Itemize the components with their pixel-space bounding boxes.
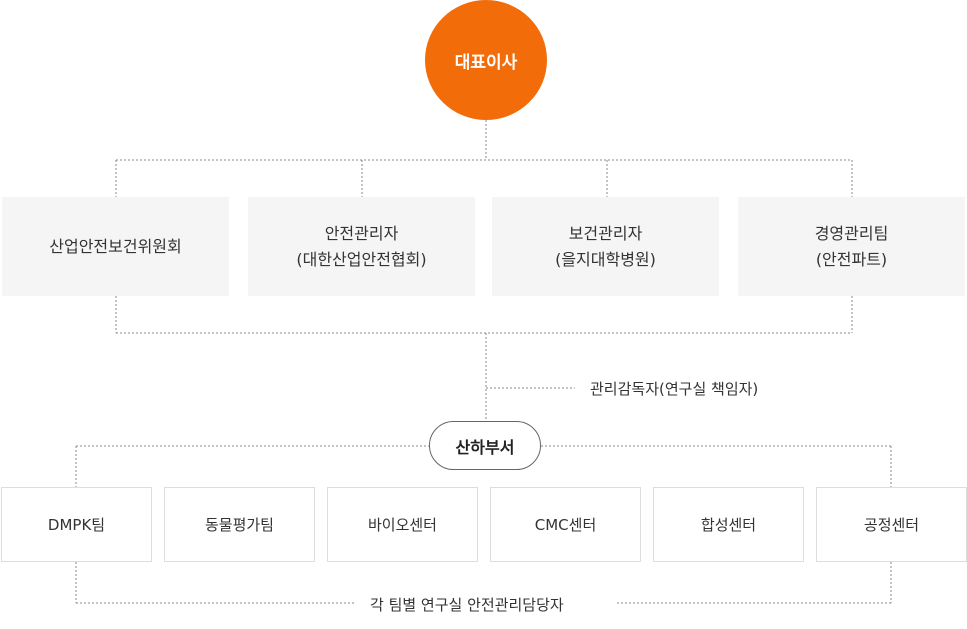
committee-box-1: 산업안전보건위원회 xyxy=(2,197,229,296)
ceo-circle: 대표이사 xyxy=(425,0,547,120)
team-4-label: CMC센터 xyxy=(534,516,597,534)
team-box-3: 바이오센터 xyxy=(327,487,478,562)
team-box-2: 동물평가팀 xyxy=(164,487,315,562)
supervisor-label: 관리감독자(연구실 책임자) xyxy=(590,378,759,399)
committee-box-2: 안전관리자 (대한산업안전협회) xyxy=(248,197,475,296)
team-2-label: 동물평가팀 xyxy=(204,516,274,534)
footer-label: 각 팀별 연구실 안전관리담당자 xyxy=(370,594,564,615)
committee-box-3: 보건관리자 (을지대학병원) xyxy=(492,197,719,296)
team-box-4: CMC센터 xyxy=(490,487,641,562)
committee-1-line1: 산업안전보건위원회 xyxy=(49,236,182,256)
committee-4-line2: (안전파트) xyxy=(815,249,888,269)
team-box-1: DMPK팀 xyxy=(1,487,152,562)
team-5-label: 합성센터 xyxy=(700,516,757,534)
team-1-label: DMPK팀 xyxy=(47,516,106,534)
committee-3-line1: 보건관리자 xyxy=(568,223,643,243)
committee-2-line1: 안전관리자 xyxy=(324,223,399,243)
committee-box-4: 경영관리팀 (안전파트) xyxy=(738,197,965,296)
committee-3-line2: (을지대학병원) xyxy=(555,249,656,269)
committee-4-line1: 경영관리팀 xyxy=(814,223,889,243)
lab-label: 산하부서 xyxy=(455,437,515,457)
team-6-label: 공정센터 xyxy=(863,516,920,534)
team-box-5: 합성센터 xyxy=(653,487,804,562)
team-box-6: 공정센터 xyxy=(816,487,967,562)
lab-pill: 산하부서 xyxy=(429,421,541,470)
ceo-label: 대표이사 xyxy=(454,52,518,73)
team-3-label: 바이오센터 xyxy=(367,516,437,534)
committee-2-line2: (대한산업안전협회) xyxy=(296,249,427,269)
